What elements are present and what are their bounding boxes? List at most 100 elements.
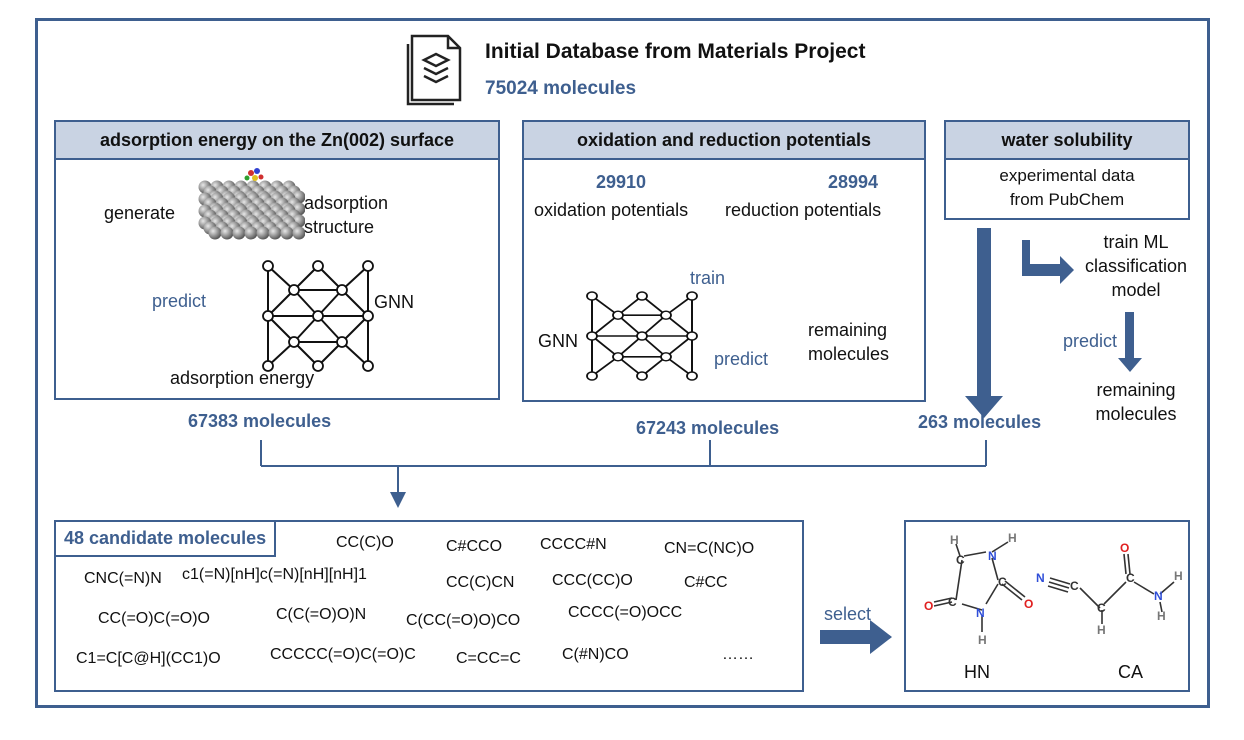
atom-n: N [1154, 589, 1163, 603]
solubility-down-arrow [965, 228, 1003, 418]
adsorption-header: adsorption energy on the Zn(002) surface [56, 122, 498, 160]
atom-o: O [924, 599, 933, 613]
select-arrow [820, 620, 892, 654]
zn-atom [220, 226, 234, 240]
document-stack-icon [406, 34, 462, 106]
adsorption-panel: adsorption energy on the Zn(002) surface [54, 120, 500, 400]
adsorption-structure-line2: structure [304, 217, 375, 237]
atom-h: H [1097, 623, 1106, 637]
train-ml-line1: train ML [1103, 232, 1169, 252]
atom-c: C [1126, 571, 1135, 585]
smiles-item: C(CC(=O)O)CO [406, 612, 521, 629]
atom-c: C [956, 553, 965, 567]
smiles-item: C(#N)CO [562, 646, 629, 663]
atom-h: H [1157, 609, 1166, 623]
smiles-item: CC(=O)C(=O)O [98, 610, 210, 627]
gnn-node [686, 291, 698, 301]
gnn-node [312, 360, 324, 372]
atom-n: N [1036, 571, 1045, 585]
atom-h: H [1008, 531, 1017, 545]
gnn-network-icon [586, 291, 698, 381]
smiles-item: C(C(=O)O)N [276, 606, 367, 623]
gnn-node [362, 360, 374, 372]
gnn-edge [591, 314, 619, 337]
oxidation-count: 29910 [596, 172, 647, 192]
smiles-item: CN=C(NC)O [664, 540, 755, 557]
gnn-edge [267, 289, 295, 317]
smiles-item: CCC(CC)O [552, 572, 633, 589]
redox-count: 67243 molecules [636, 418, 780, 438]
train-label: train [690, 268, 726, 288]
atom-c: C [998, 575, 1007, 589]
adsorption-structure-line1: adsorption [304, 193, 389, 213]
gnn-node [288, 284, 300, 296]
train-elbow-arrow [1022, 240, 1074, 284]
smiles-item: C#CCO [446, 538, 503, 555]
redox-header: oxidation and reduction potentials [524, 122, 924, 160]
redox-predict-label: predict [714, 349, 769, 369]
redox-gnn-label: GNN [538, 331, 578, 351]
smiles-item: C1=C[C@H](CC1)O [76, 650, 221, 667]
gnn-node [686, 371, 698, 381]
gnn-node [612, 310, 624, 320]
smiles-item: C=CC=C [456, 650, 521, 667]
gnn-network-icon [262, 260, 374, 372]
atom-n: N [976, 606, 985, 620]
smiles-item: …… [722, 646, 754, 663]
candidates-panel: 48 candidate molecules [54, 520, 804, 692]
gnn-node [586, 371, 598, 381]
select-label: select [824, 604, 872, 624]
zn-atom [244, 226, 258, 240]
solubility-predict-label: predict [1063, 331, 1118, 351]
solubility-remaining-line2: molecules [1095, 404, 1177, 424]
gnn-node [612, 352, 624, 362]
gnn-node [636, 291, 648, 301]
atom-c: C [948, 595, 957, 609]
solubility-count: 263 molecules [918, 412, 1042, 432]
gnn-node [312, 310, 324, 322]
atom-n: N [988, 549, 997, 563]
database-count: 75024 molecules [485, 78, 637, 99]
adsorption-energy-label: adsorption energy [170, 368, 315, 388]
gnn-node [636, 371, 648, 381]
hn-label: HN [964, 662, 990, 682]
gnn-node [262, 260, 274, 272]
smiles-item: C#CC [684, 574, 728, 591]
atom-o: O [1024, 597, 1033, 611]
redox-panel: oxidation and reduction potentials [522, 120, 926, 402]
adsorbate-molecule [244, 168, 264, 181]
database-title: Initial Database from Materials Project [485, 40, 866, 63]
generate-label: generate [104, 203, 176, 223]
zn-atom [292, 226, 305, 240]
gnn-node [336, 284, 348, 296]
zn-atom [208, 226, 222, 240]
solubility-header: water solubility [946, 122, 1188, 160]
smiles-item: CNC(=N)N [84, 570, 162, 587]
gnn-node [660, 310, 672, 320]
atom-c: C [1070, 579, 1079, 593]
train-ml-line2: classification [1084, 256, 1188, 276]
gnn-node [660, 352, 672, 362]
adsorption-count: 67383 molecules [188, 411, 332, 431]
redox-remaining-line2: molecules [808, 344, 890, 364]
gnn-node [312, 260, 324, 272]
hn-atom-labels: N N C C C O O H H H [924, 531, 1033, 647]
atom-h: H [1174, 569, 1183, 583]
atom-h: H [978, 633, 987, 647]
atom-c: C [1097, 601, 1106, 615]
smiles-item: CCCCC(=O)C(=O)C [270, 646, 416, 663]
gnn-edge [341, 289, 369, 317]
gnn-node [362, 260, 374, 272]
gnn-node [262, 360, 274, 372]
solubility-remaining-line1: remaining [1096, 380, 1176, 400]
adsorption-gnn-label: GNN [374, 292, 414, 312]
outer-frame [35, 18, 1210, 708]
gnn-node [686, 331, 698, 341]
train-ml-line3: model [1111, 280, 1161, 300]
gnn-node [586, 291, 598, 301]
smiles-item: CCCC(=O)OCC [568, 604, 683, 621]
gnn-edge [341, 315, 369, 343]
ca-label: CA [1118, 662, 1144, 682]
selected-structures: N N C C C O O H H H N C C C O N H H H [924, 531, 1183, 647]
gnn-edge [591, 335, 619, 358]
